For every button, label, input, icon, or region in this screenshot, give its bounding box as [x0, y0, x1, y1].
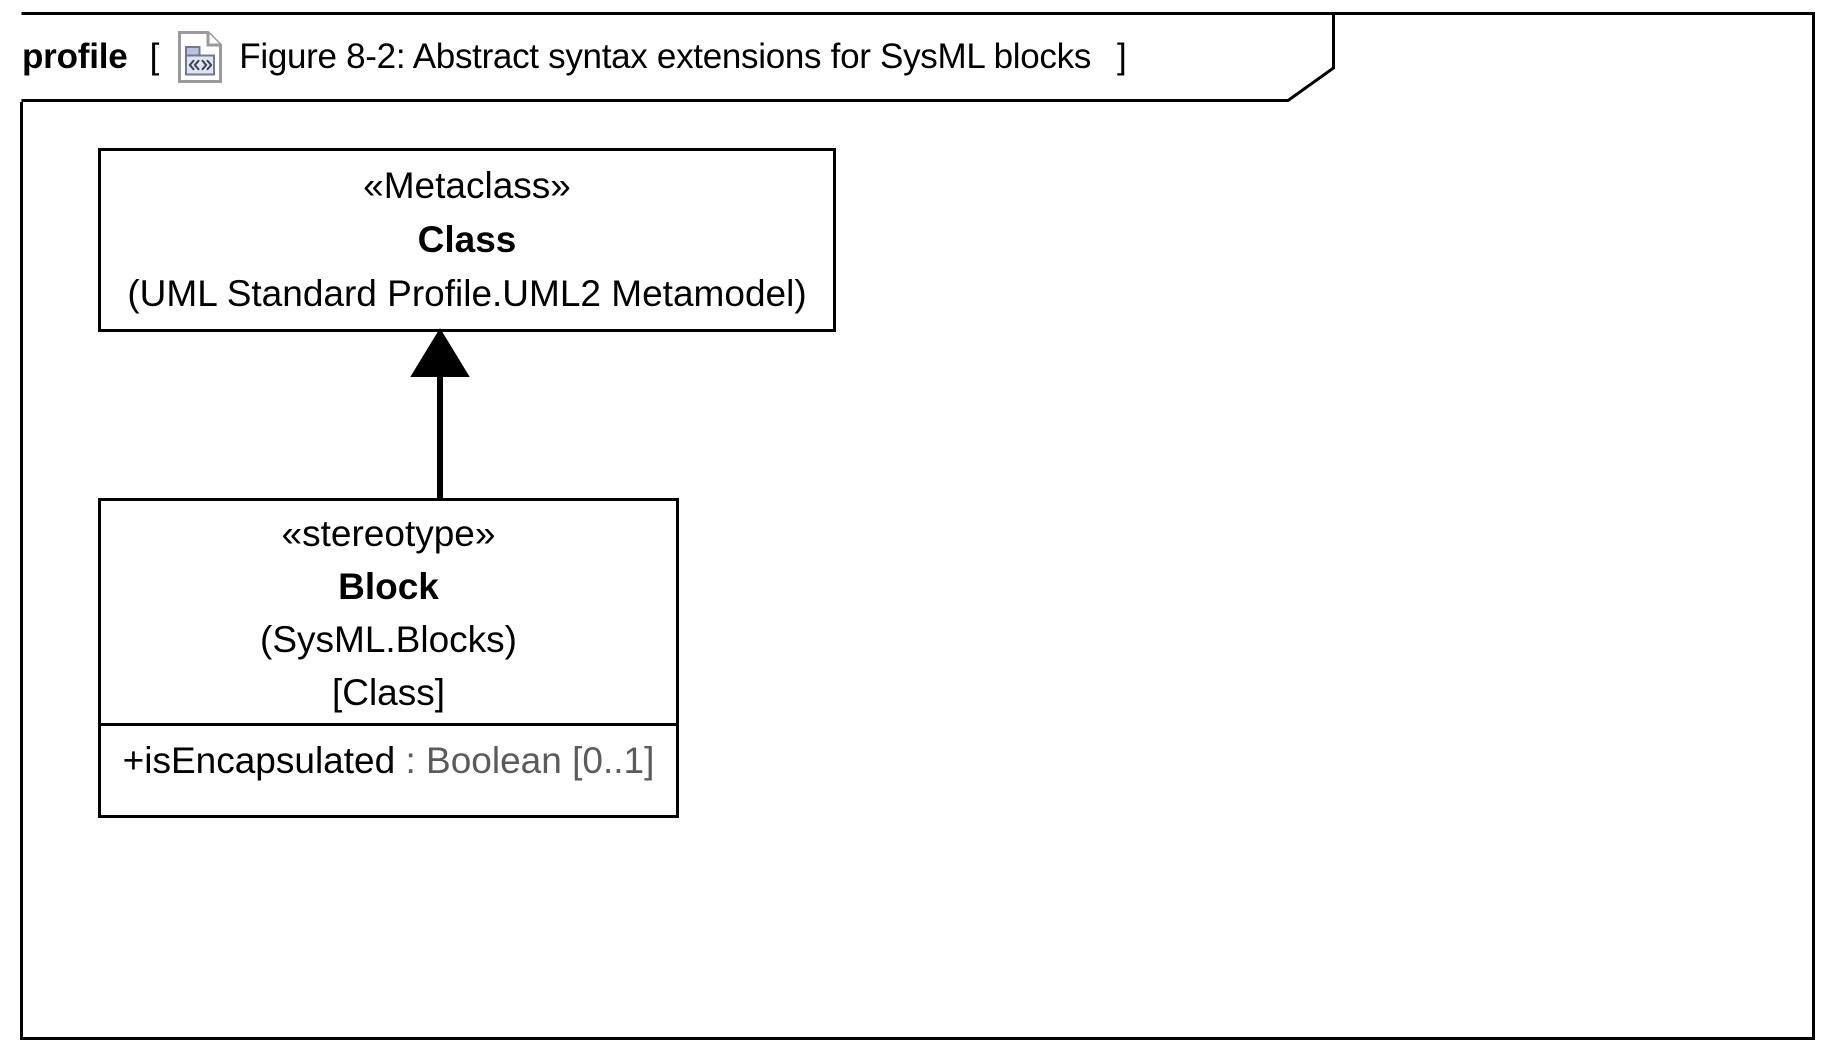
frame-bracket-close: ]	[1117, 37, 1127, 76]
frame-title: Figure 8-2: Abstract syntax extensions f…	[239, 37, 1092, 76]
metaclass-name-label: Class	[417, 219, 517, 260]
block-name-compartment: «stereotype» Block (SysML.Blocks) [Class…	[101, 501, 676, 723]
attribute-type-label: : Boolean [0..1]	[395, 740, 655, 781]
attribute-name-label: +isEncapsulated	[122, 740, 396, 781]
metaclass-stereotype-label: «Metaclass»	[363, 165, 571, 206]
block-attributes-compartment: +isEncapsulated : Boolean [0..1]	[101, 723, 676, 795]
block-qualified-name-label: (SysML.Blocks)	[260, 619, 517, 660]
metaclass-class-node[interactable]: «Metaclass» Class (UML Standard Profile.…	[98, 148, 836, 332]
block-attribute-row: +isEncapsulated : Boolean [0..1]	[101, 742, 676, 779]
block-name-label: Block	[338, 566, 439, 607]
metaclass-name-compartment: «Metaclass» Class (UML Standard Profile.…	[101, 151, 833, 312]
metaclass-qualified-name-label: (UML Standard Profile.UML2 Metamodel)	[127, 273, 807, 314]
block-stereotype-label: «stereotype»	[281, 513, 496, 554]
frame-bracket-open: [	[149, 37, 160, 76]
block-base-class-label: [Class]	[331, 672, 446, 713]
profile-package-document-icon	[178, 31, 223, 83]
frame-kind-label: profile	[22, 37, 128, 76]
stereotype-block-node[interactable]: «stereotype» Block (SysML.Blocks) [Class…	[98, 498, 679, 818]
frame-header-content: profile [ Figure 8-2: Abstract syntax ex…	[22, 16, 1127, 98]
